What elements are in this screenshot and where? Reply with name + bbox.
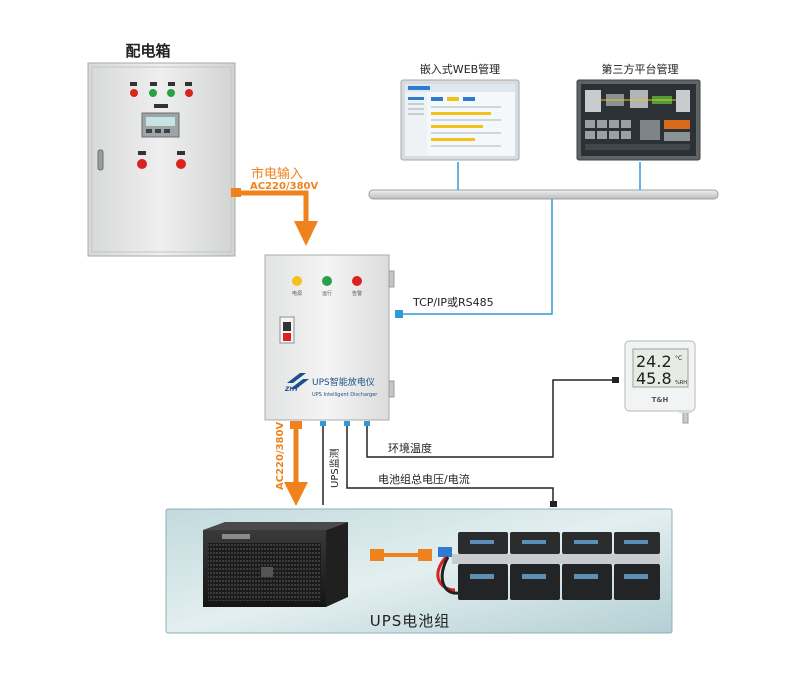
ups-monitor-label: UPS监测: [328, 448, 341, 488]
cabinet-title: 配电箱: [125, 42, 170, 60]
cabinet-output-port: [231, 188, 241, 197]
thirdparty-title: 第三方平台管理: [602, 62, 679, 76]
web-title: 嵌入式WEB管理: [420, 62, 500, 76]
network-protocol: TCP/IP或RS485: [412, 296, 494, 309]
sensor-humidity-unit: %RH: [675, 380, 687, 386]
ups-voltage-label: AC220/380V: [275, 422, 286, 490]
discharger-breaker: [279, 316, 295, 344]
cabinet-switches: [137, 151, 186, 169]
network-bus: [368, 162, 719, 318]
cabinet-meter: [141, 112, 180, 138]
web-monitor: [400, 79, 520, 161]
ups-supply-arrow: [284, 421, 308, 506]
ups-battery-panel: [165, 508, 673, 634]
battery-volt-label: 电池组总电压/电流: [378, 472, 470, 486]
cabinet-indicator-row: [130, 82, 193, 108]
mains-arrow: [241, 190, 318, 246]
discharger-logo-text: ZHT: [284, 386, 299, 393]
lamp-run: [322, 276, 332, 286]
lamp-label-run: 运行: [322, 290, 332, 297]
lamp-label-power: 电源: [292, 290, 302, 297]
sensor-humidity: 45.8: [636, 369, 672, 388]
sensor-temp: 24.2: [636, 352, 672, 371]
network-port: [395, 310, 403, 318]
ups-unit: [203, 522, 348, 607]
distribution-cabinet: [87, 62, 241, 257]
ups-group-title: UPS电池组: [370, 612, 451, 630]
lamp-alarm: [352, 276, 362, 286]
zht-logo: [287, 373, 309, 389]
ups-discharger: [264, 254, 395, 421]
th-sensor: [624, 340, 696, 424]
sensor-temp-unit: °C: [675, 355, 682, 362]
battery-pack: [436, 532, 660, 600]
ups-battery-connector: [370, 549, 432, 561]
lamp-label-alarm: 告警: [352, 290, 362, 297]
cabinet-handle: [97, 149, 104, 171]
sensor-brand: T&H: [652, 396, 669, 404]
discharger-name-en: UPS Intelligent Discharger: [312, 392, 378, 398]
lamp-power: [292, 276, 302, 286]
env-temp-label: 环境温度: [388, 441, 432, 455]
thirdparty-monitor: [576, 79, 701, 161]
discharger-name-cn: UPS智能放电仪: [312, 376, 375, 388]
signal-lines: [320, 377, 619, 507]
mains-voltage: AC220/380V: [250, 181, 318, 192]
mains-label: 市电输入: [251, 166, 303, 182]
